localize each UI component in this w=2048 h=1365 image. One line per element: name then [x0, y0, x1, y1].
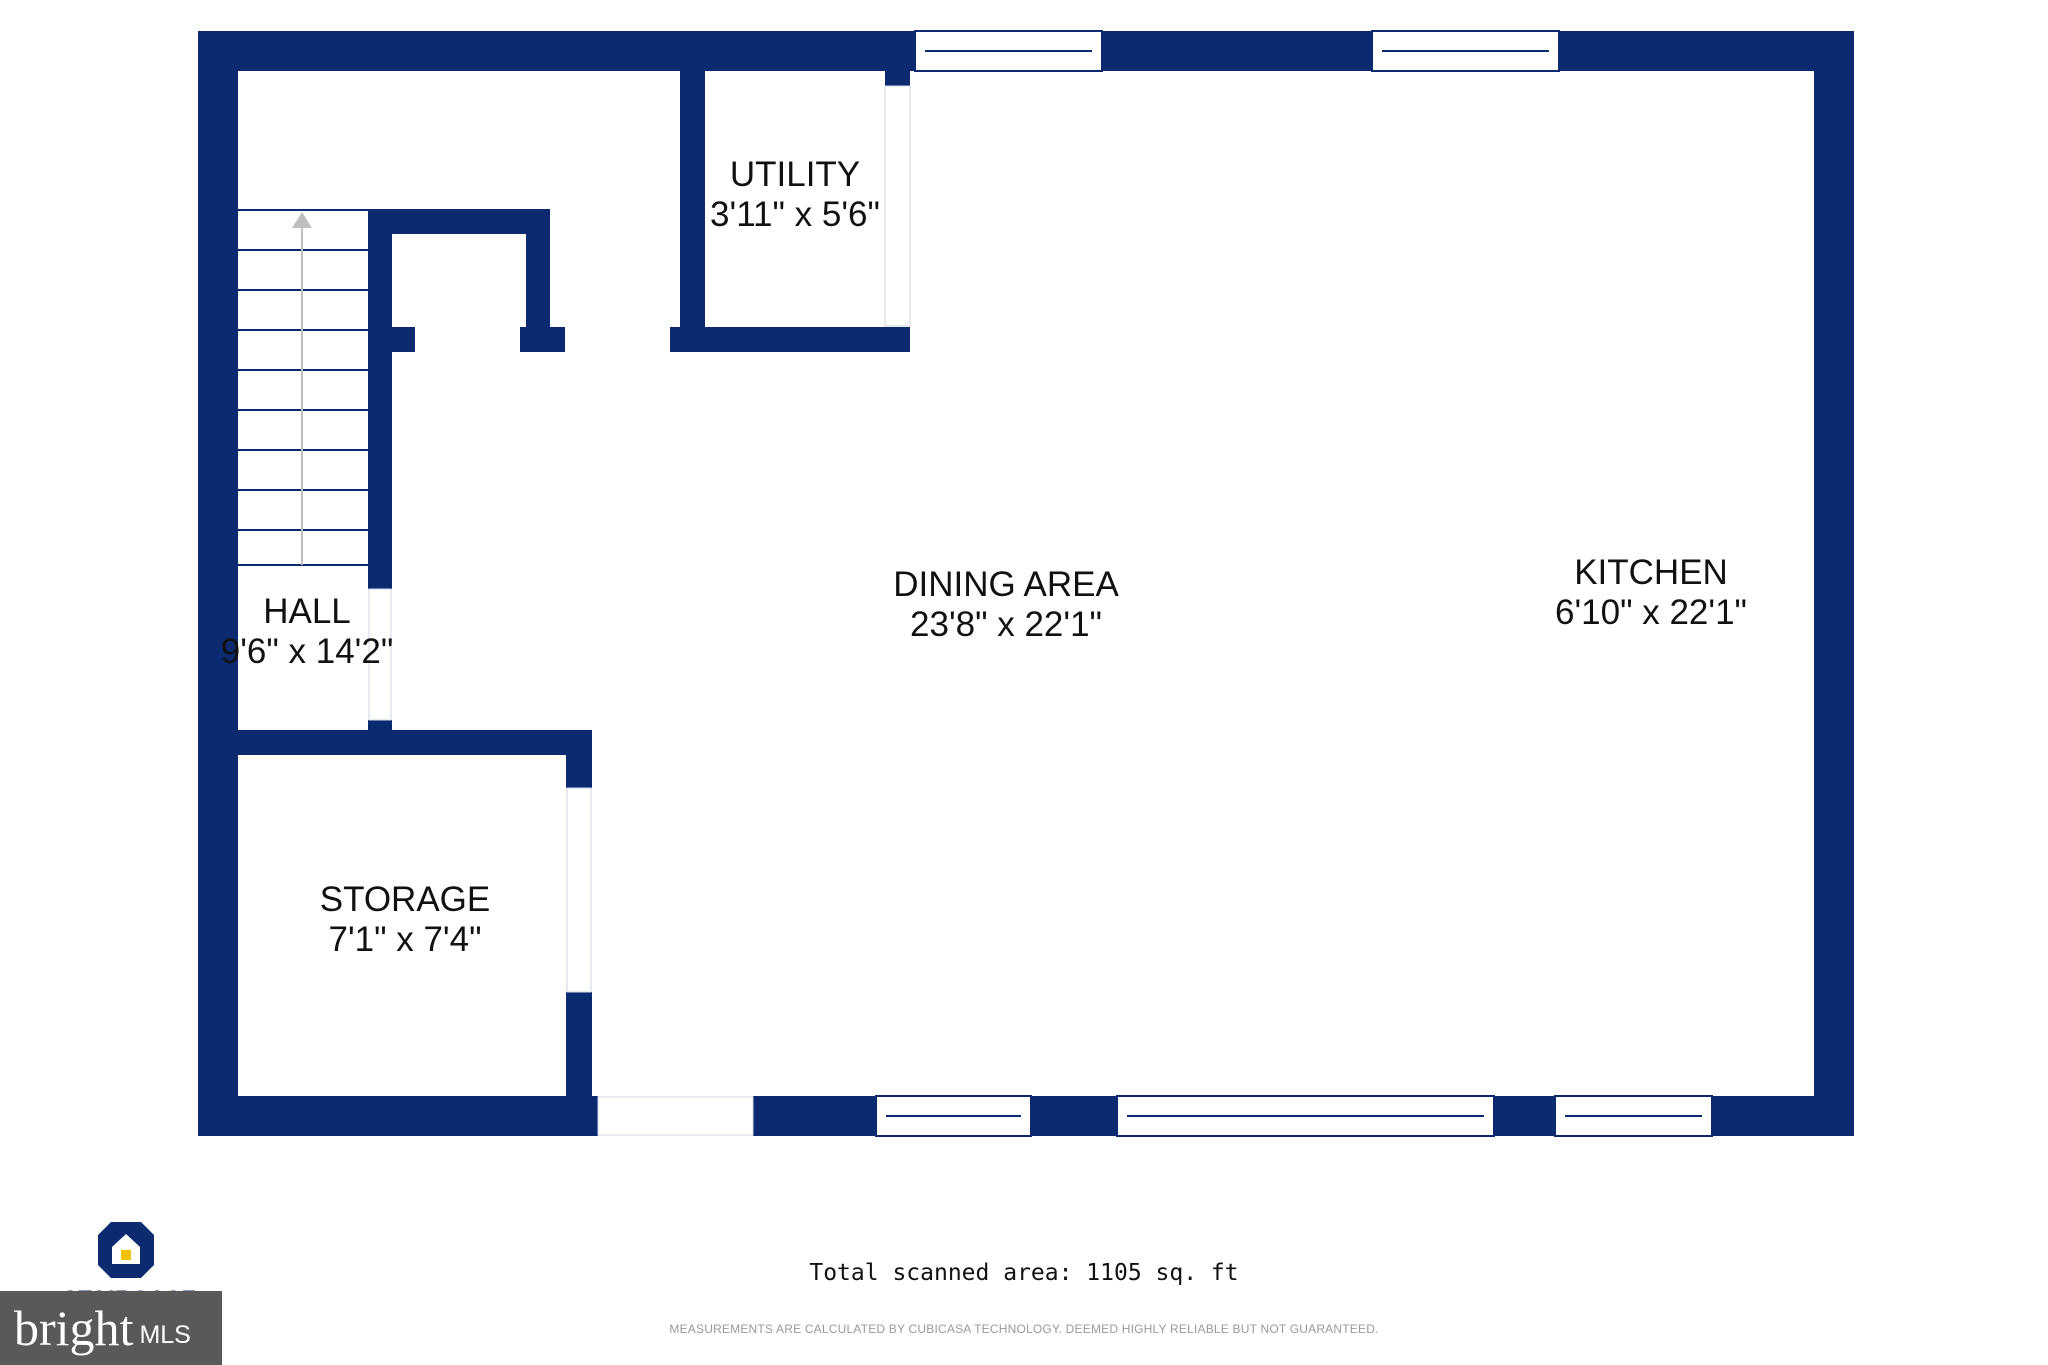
stairs — [238, 209, 368, 566]
room-size: 7'1" x 7'4" — [328, 920, 481, 959]
room-name: DINING AREA — [893, 565, 1119, 604]
staircase-logo-icon — [98, 1222, 154, 1278]
room-utility: UTILITY 3'11" x 5'6" — [710, 155, 880, 234]
room-kitchen: KITCHEN 6'10" x 22'1" — [1555, 553, 1747, 632]
room-dining-area: DINING AREA 23'8" x 22'1" — [893, 565, 1119, 644]
room-size: 6'10" x 22'1" — [1555, 593, 1747, 632]
room-size: 23'8" x 22'1" — [910, 605, 1102, 644]
room-size: 9'6" x 14'2" — [221, 632, 394, 671]
watermark-suffix: MLS — [139, 1320, 191, 1349]
room-storage: STORAGE 7'1" x 7'4" — [320, 880, 491, 959]
room-name: HALL — [263, 592, 351, 631]
room-name: KITCHEN — [1574, 553, 1728, 592]
room-name: STORAGE — [320, 880, 491, 919]
room-name: UTILITY — [730, 155, 860, 194]
interior-walls — [238, 71, 910, 1136]
total-area-text: Total scanned area: 1105 sq. ft — [809, 1260, 1239, 1286]
room-size: 3'11" x 5'6" — [710, 195, 880, 234]
watermark-brand: bright — [14, 1300, 134, 1356]
windows — [875, 30, 1713, 1137]
door-openings — [368, 85, 911, 1136]
disclaimer-text: MEASUREMENTS ARE CALCULATED BY CUBICASA … — [669, 1322, 1379, 1336]
bright-mls-watermark: bright MLS — [0, 1291, 222, 1365]
room-hall: HALL 9'6" x 14'2" — [221, 592, 394, 671]
